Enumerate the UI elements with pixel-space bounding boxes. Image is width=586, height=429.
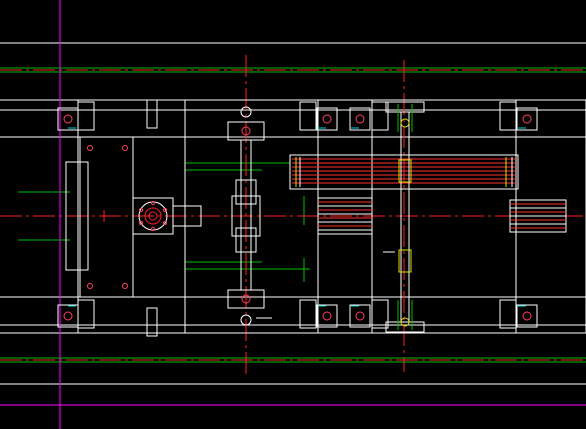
- gearbox-housing: [65, 99, 202, 337]
- gearbox-bolts: [87, 145, 128, 289]
- flange-bolt-circle: [138, 200, 168, 232]
- bearing-blocks: [57, 101, 538, 329]
- linkage-marks: [397, 104, 413, 330]
- construction-lines: [0, 67, 586, 363]
- hatched-block-right: [509, 199, 567, 233]
- drive-shaft-assembly: [227, 106, 272, 326]
- mounting-marks: [68, 127, 526, 307]
- hatched-block-center: [317, 197, 373, 235]
- roller-belt: [289, 154, 519, 190]
- linkage-actuator: [383, 101, 425, 333]
